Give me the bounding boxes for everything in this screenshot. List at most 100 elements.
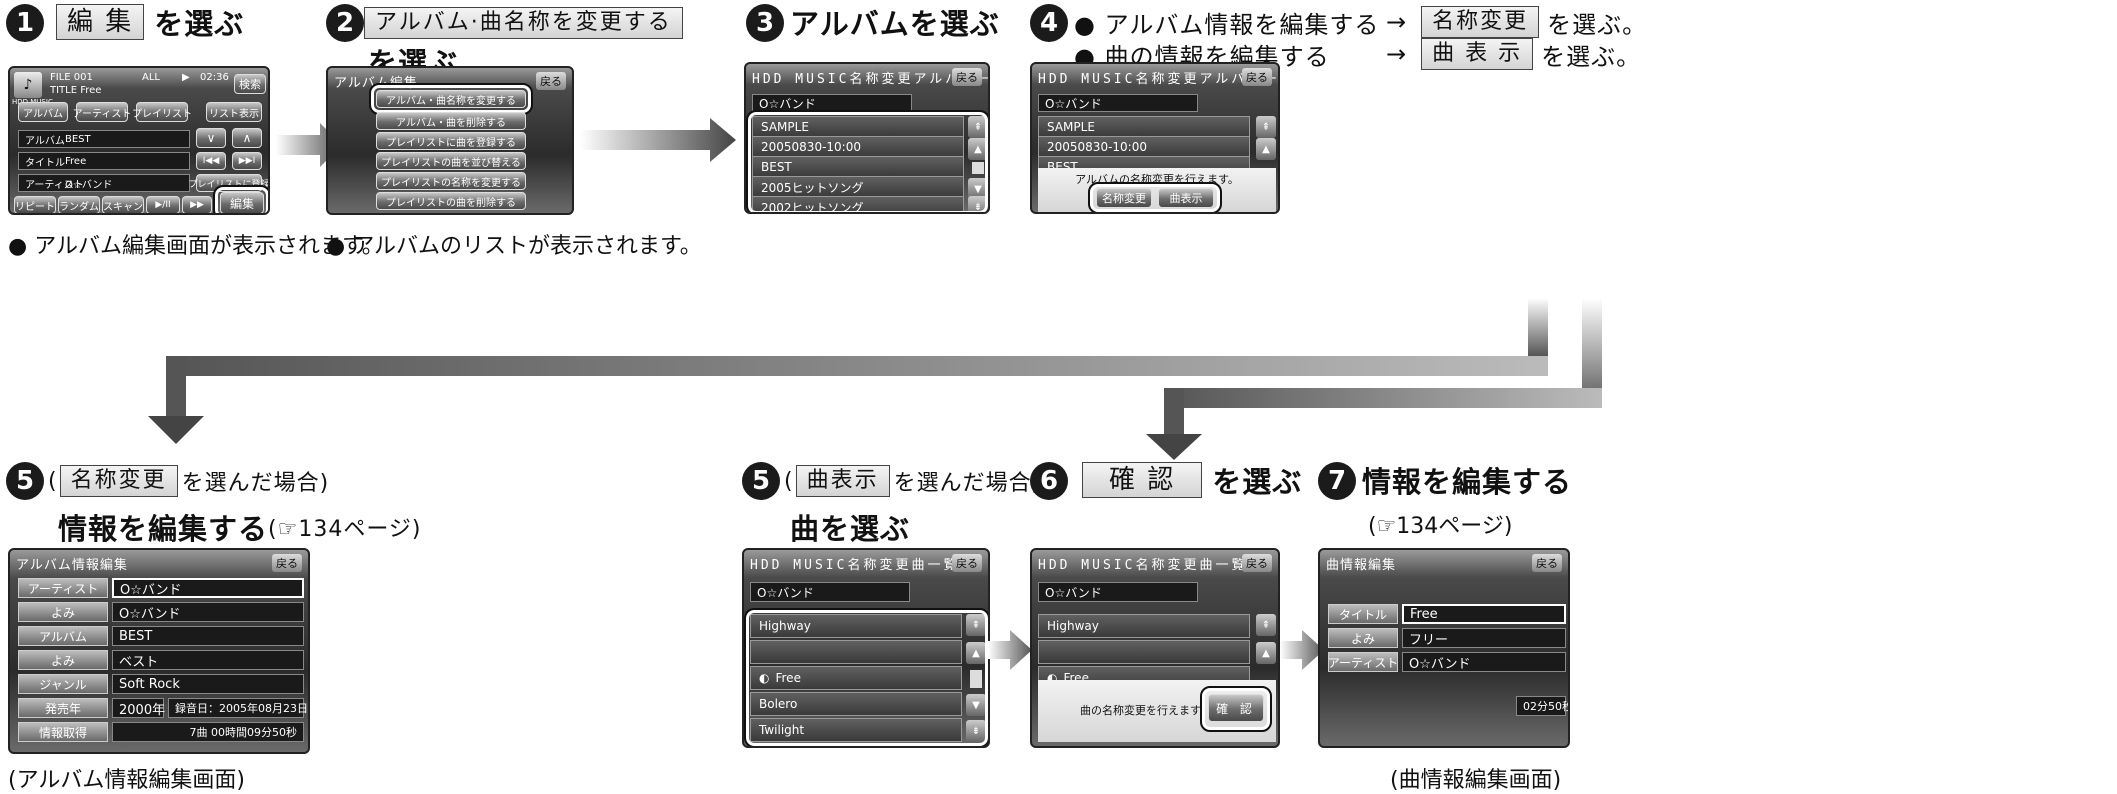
scroll-up-icon[interactable]: ▲ [1256,642,1276,664]
search-button[interactable]: 検索 [234,74,266,94]
menu-add-to-playlist[interactable]: プレイリストに曲を登録する [376,132,526,150]
fast-forward-icon[interactable]: ▶▶ [182,196,212,213]
chevron-down-icon[interactable]: ∨ [196,128,226,148]
edit-button[interactable]: 編集 [220,192,264,213]
scroll-up-icon[interactable]: ▲ [966,642,986,664]
back-button[interactable]: 戻る [952,68,982,86]
repeat-button[interactable]: リピート [14,196,56,213]
back-button[interactable]: 戻る [1242,554,1272,572]
song-row[interactable] [1038,640,1250,664]
artist-reading-label[interactable]: よみ [18,602,108,622]
scroll-down-icon[interactable]: ▼ [968,178,988,200]
back-button[interactable]: 戻る [272,554,302,572]
scan-button[interactable]: スキャン [102,196,144,213]
arrow-right-1 [276,123,342,167]
menu-delete-album-song[interactable]: アルバム・曲を削除する [376,112,526,130]
step-7-number: 7 [1318,462,1356,500]
genre-label-button[interactable]: ジャンル [18,674,108,694]
menu-delete-playlist-song[interactable]: プレイリストの曲を削除する [376,192,526,210]
arrow-right-3 [988,630,1032,670]
album-row[interactable]: 2002ヒットソング [752,196,964,212]
song-display-key-label: 曲表示 [795,465,890,497]
menu-reorder-playlist[interactable]: プレイリストの曲を並び替える [376,152,526,170]
step-6-number: 6 [1030,462,1068,500]
arrow-right-icon: → [1386,40,1408,68]
chevron-up-icon[interactable]: ∧ [232,128,262,148]
song-row[interactable]: Highway [1038,614,1250,638]
release-year-label[interactable]: 発売年 [18,698,108,718]
album-row[interactable]: 2005ヒットソング [752,176,964,198]
back-button[interactable]: 戻る [1242,68,1272,86]
song-row[interactable]: Twilight [750,718,962,742]
confirm-button[interactable]: 確 認 [1208,694,1264,722]
artist-label-button[interactable]: アーティスト [18,578,108,598]
step-5a-text: 情報を編集する [58,512,269,546]
scroll-down-icon[interactable]: ▼ [966,694,986,716]
info-fetch-button[interactable]: 情報取得 [18,722,108,742]
song-title: Free [775,671,801,685]
title-label-button[interactable]: タイトル [1328,604,1398,624]
random-button[interactable]: ランダム [58,196,100,213]
reading-value-field: フリー [1402,628,1566,648]
reading-label-button[interactable]: よみ [1328,628,1398,648]
back-button[interactable]: 戻る [952,554,982,572]
page-up-icon[interactable]: ⇞ [966,614,986,636]
step-7-caption: (曲情報編集画面) [1390,768,1562,793]
step-2-heading: アルバム·曲名称を変更する [360,4,687,42]
tab-playlist[interactable]: プレイリスト [132,102,192,122]
song-row[interactable]: Highway [750,614,962,638]
list-display-button[interactable]: リスト表示 [206,102,262,122]
album-row[interactable]: SAMPLE [1038,116,1250,138]
screen-album-edit-menu: アルバム編集 戻る アルバム・曲名称を変更する アルバム・曲を削除する プレイリ… [326,66,574,215]
menu-rename-album-song[interactable]: アルバム・曲名称を変更する [376,90,526,108]
play-pause-icon[interactable]: ▶/II [146,196,180,213]
step-4-select-1: を選ぶ。 [1547,10,1648,39]
current-artist-field: O☆バンド [752,94,912,112]
rename-button[interactable]: 名称変更 [1096,188,1152,208]
release-year-field: 2000年 [112,698,165,718]
song-row[interactable] [750,640,962,664]
album-row[interactable]: 20050830-10:00 [1038,136,1250,158]
step-4-choice-2: → 曲 表 示 を選ぶ。 [1386,38,1641,71]
song-row-playing[interactable]: ◐Free [750,666,962,690]
back-button[interactable]: 戻る [1532,554,1562,572]
album-info-title: アルバム情報編集 [16,558,128,573]
next-track-icon[interactable]: ▶▶I [232,152,262,170]
artist-label-button[interactable]: アーティスト [1328,652,1398,672]
artist-reading-field: O☆バンド [112,602,304,622]
menu-rename-playlist[interactable]: プレイリストの名称を変更する [376,172,526,190]
title-label: タイトル [25,157,65,169]
menu-rename-highlight [369,83,533,115]
scrollbar[interactable] [970,670,982,688]
previous-track-icon[interactable]: I◀◀ [196,152,226,170]
page-up-icon[interactable]: ⇞ [968,116,988,138]
page-up-icon[interactable]: ⇞ [1256,614,1276,636]
scroll-up-icon[interactable]: ▲ [1256,138,1276,160]
back-button[interactable]: 戻る [536,72,566,90]
album-reading-label[interactable]: よみ [18,650,108,670]
rename-key-label: 名称変更 [1421,6,1540,38]
screen-album-info-edit: アルバム情報編集 戻る アーティスト O☆バンド よみ O☆バンド アルバム B… [8,548,310,754]
scroll-up-icon[interactable]: ▲ [968,138,988,160]
arrow-right-icon: → [1386,8,1408,36]
step-2-number: 2 [326,4,364,42]
tab-album[interactable]: アルバム [18,102,68,122]
page-down-icon[interactable]: ⇟ [966,720,986,742]
screen-song-list-dialog: HDD MUSIC名称変更曲一覧 戻る O☆バンド Highway ◐Free … [1030,548,1280,748]
step-1-instruction: を選ぶ [154,7,245,41]
all-repeat-indicator: ALL [142,72,160,83]
song-list-title: HDD MUSIC名称変更曲一覧 [1038,558,1248,573]
album-label-button[interactable]: アルバム [18,626,108,646]
step-6-instruction: を選ぶ [1212,465,1303,499]
page-up-icon[interactable]: ⇞ [1256,116,1276,138]
step-3-number: 3 [746,4,784,42]
song-display-button[interactable]: 曲表示 [1158,188,1214,208]
scrollbar[interactable] [972,162,984,174]
song-row[interactable]: Bolero [750,692,962,716]
tab-artist[interactable]: アーティスト [73,102,131,122]
album-label: アルバム [25,135,65,147]
playing-icon: ◐ [1047,671,1058,685]
